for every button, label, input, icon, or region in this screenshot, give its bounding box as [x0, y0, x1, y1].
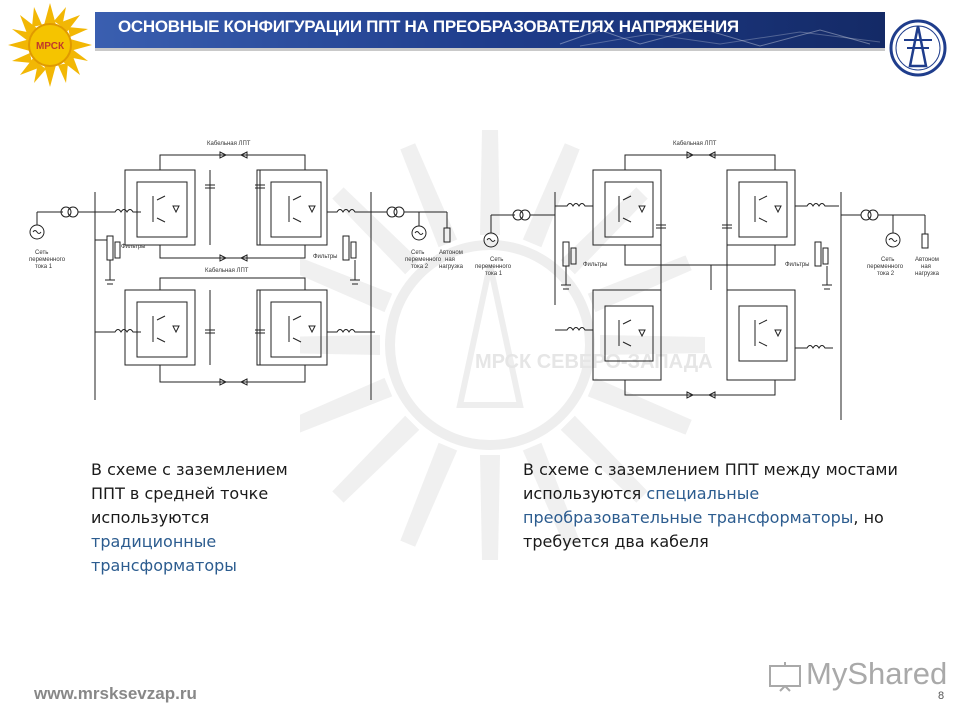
right-load-l1: Автоном	[915, 257, 939, 263]
left-grid1-l2: переменного	[29, 257, 66, 263]
caption-bridge: В схеме с заземлением ППТ между мостами …	[523, 458, 933, 554]
left-grid2-l2: переменного	[405, 257, 442, 263]
right-grid2-l3: тока 2	[877, 271, 895, 277]
right-top-cable-label: Кабельная ЛПТ	[673, 141, 717, 147]
left-grid2-l1: Сеть	[411, 250, 424, 256]
tower-emblem	[889, 19, 947, 77]
left-filters-label-1: Фильтры	[121, 244, 145, 250]
right-grid1-l1: Сеть	[490, 257, 503, 263]
right-grid1-l2: переменного	[475, 264, 512, 270]
caption-midpoint: В схеме с заземлением ППТ в средней точк…	[91, 458, 321, 578]
presentation-icon	[769, 662, 801, 692]
myshared-brand: MyShared	[806, 656, 948, 691]
right-load-l3: нагрузка	[915, 271, 940, 277]
company-logo: МРСК	[8, 3, 92, 87]
right-filters-label-1: Фильтры	[583, 262, 607, 268]
caption-left-highlight: традиционные трансформаторы	[91, 532, 237, 575]
header-background	[95, 12, 885, 51]
caption-right-text-2: , но требуется два кабеля	[523, 508, 884, 551]
left-top-cable-label: Кабельная ЛПТ	[207, 141, 251, 147]
caption-right-highlight: специальные преобразовательные трансформ…	[523, 484, 854, 527]
page-title: ОСНОВНЫЕ КОНФИГУРАЦИИ ППТ НА ПРЕОБРАЗОВА…	[118, 17, 739, 36]
diagram-bridge-grounding	[483, 151, 929, 420]
left-bottom-cable-label: Кабельная ЛПТ	[205, 268, 249, 274]
header-bar: ОСНОВНЫЕ КОНФИГУРАЦИИ ППТ НА ПРЕОБРАЗОВА…	[0, 0, 960, 74]
logo-text: МРСК	[36, 41, 65, 52]
right-grid2-l2: переменного	[867, 264, 904, 270]
page-number: 8	[938, 690, 945, 702]
watermark-logo: МРСК СЕВЕРО-ЗАПАДА	[300, 130, 713, 560]
right-grid1-l3: тока 1	[485, 271, 503, 277]
right-grid2-l1: Сеть	[881, 257, 894, 263]
caption-left-text: В схеме с заземлением ППТ в средней точк…	[91, 460, 288, 527]
left-grid1-l1: Сеть	[35, 250, 48, 256]
left-load-l2: ная	[445, 257, 455, 263]
left-filters-label-2: Фильтры	[313, 254, 337, 260]
diagram-midpoint-grounding	[29, 151, 451, 400]
caption-right-text-1: В схеме с заземлением ППТ между мостами …	[523, 460, 898, 503]
left-load-l1: Автоном	[439, 250, 463, 256]
right-load-l2: ная	[921, 264, 931, 270]
right-filters-label-2: Фильтры	[785, 262, 809, 268]
left-grid1-l3: тока 1	[35, 264, 53, 270]
left-grid2-l3: тока 2	[411, 264, 429, 270]
left-load-l3: нагрузка	[439, 264, 464, 270]
circuit-diagrams: Кабельная ЛПТ Кабельная ЛПТ Фильтры Филь…	[29, 141, 940, 420]
website-url: www.mrsksevzap.ru	[34, 684, 197, 703]
